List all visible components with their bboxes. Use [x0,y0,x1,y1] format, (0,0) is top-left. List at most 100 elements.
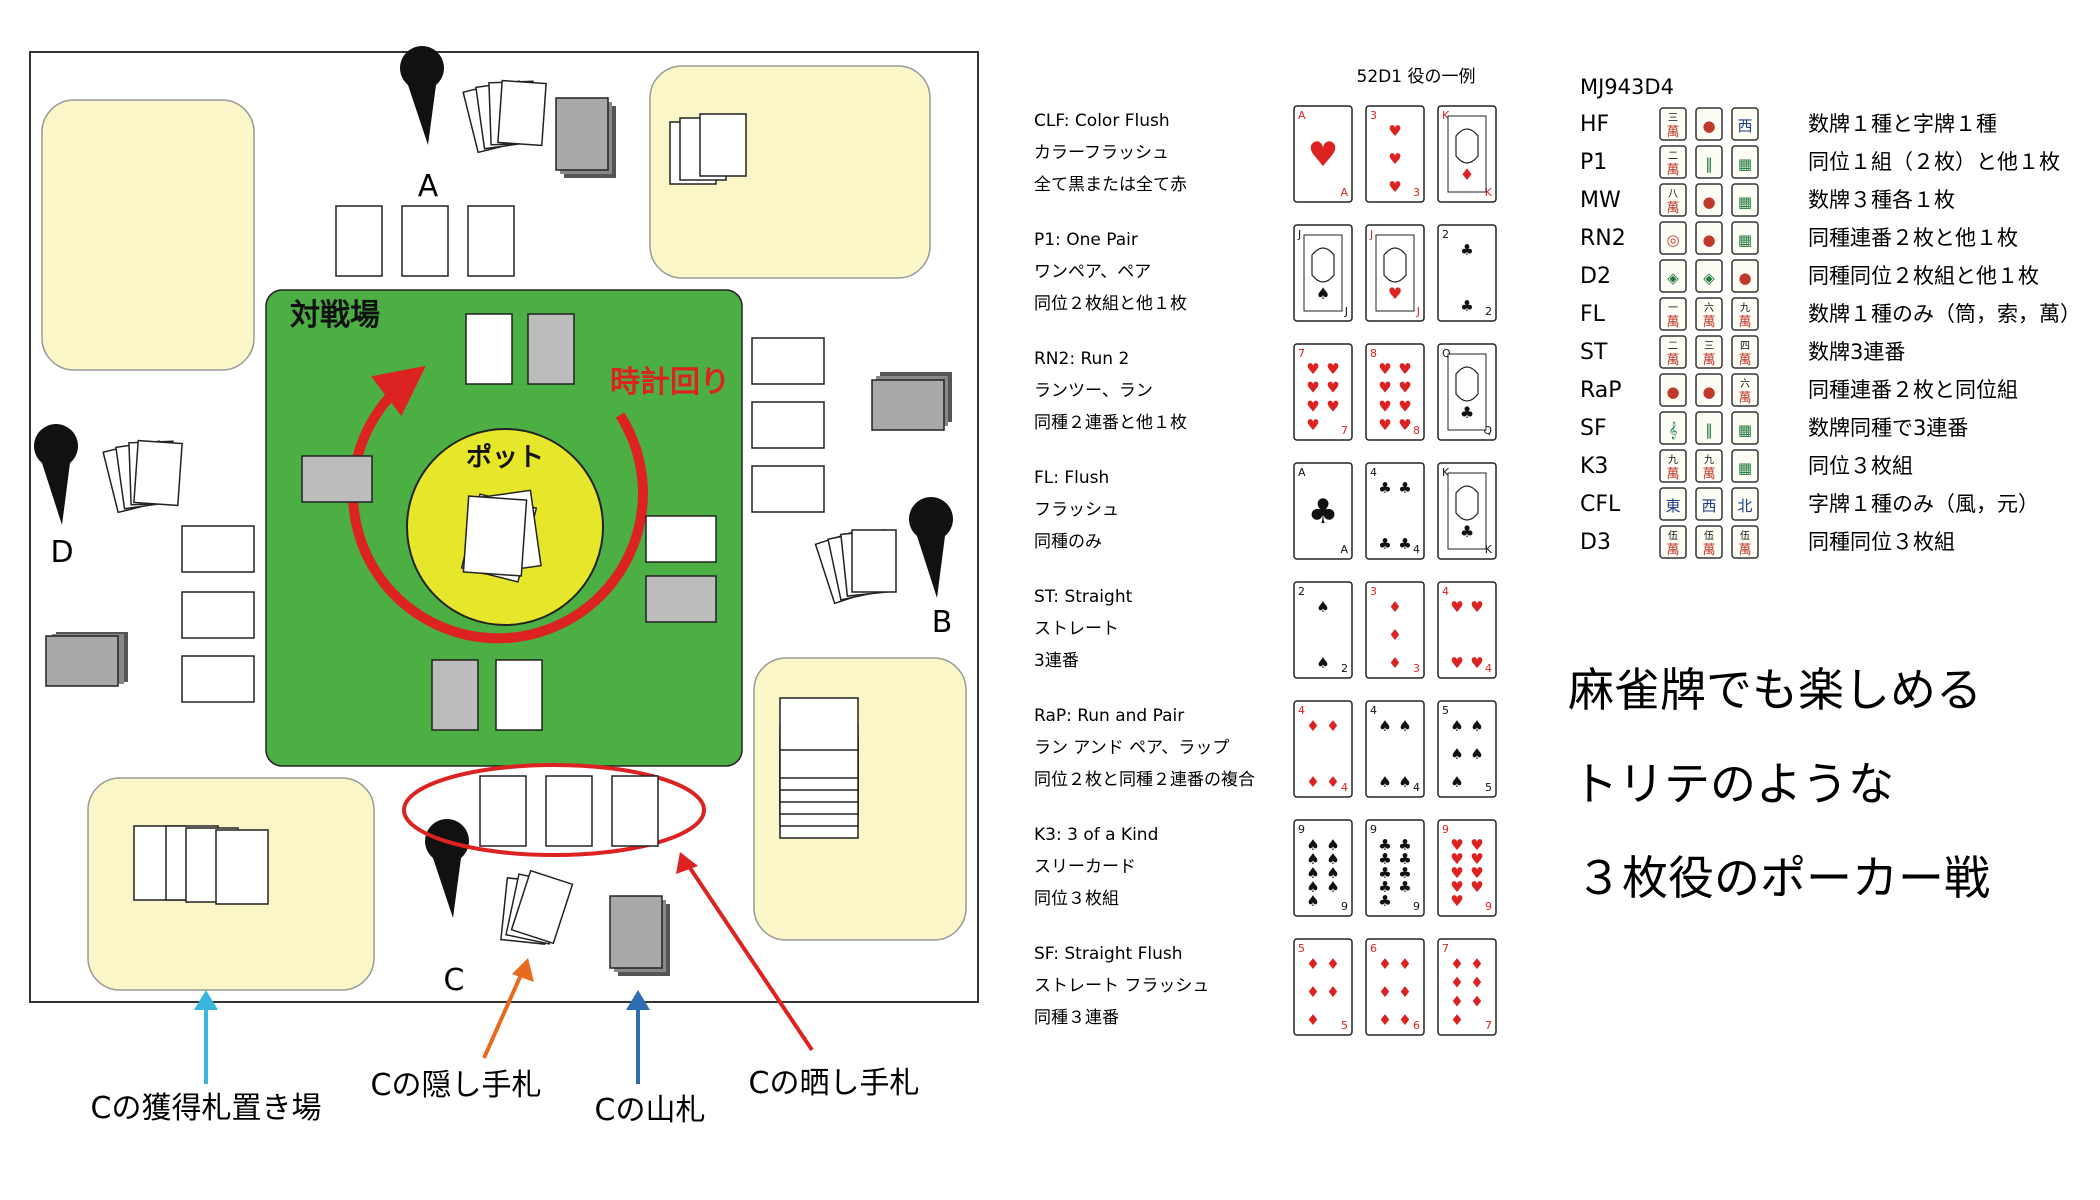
playing-card: KK♦ [1437,105,1497,203]
mahjong-tile: 八萬 [1659,183,1687,217]
card-suit: ♦ [1306,773,1319,791]
tile-glyph: 𝄞 [1669,421,1678,439]
mahjong-tile: 東 [1659,487,1687,521]
tile-glyph: 萬 [1702,467,1715,482]
player-d-hidden-hand [102,439,183,514]
hand-name: ST: Straight [1034,587,1133,607]
mahjong-tile: ● [1731,259,1759,293]
mahjong-tile: 四萬 [1731,335,1759,369]
arena-card-c-exposed [495,659,543,731]
card-suit: ♣ [1398,479,1411,497]
card-suit: ♥ [1308,135,1338,175]
card-suit: ♦ [1388,598,1401,616]
playing-card: 99♣♣♣♣♣♣♣♣♣ [1365,819,1425,917]
card-rank: 7 [1298,347,1305,360]
card-rank: 5 [1298,942,1305,955]
player-c-exposed-hand [479,775,659,847]
tile-glyph: ▦ [1738,421,1752,439]
card-rank: 7 [1442,942,1449,955]
card-rank: 4 [1485,662,1492,675]
player-b-hidden-hand [814,529,897,605]
arena-card-b-exposed [645,515,717,563]
card-suit: ♦ [1378,955,1391,973]
pawn-a-icon [400,46,444,145]
tile-glyph: 萬 [1666,315,1679,330]
card-suit: ♥ [1450,892,1463,910]
card-suit: ♠ [1326,864,1339,882]
card-rank: 4 [1413,781,1420,794]
mahjong-hand-description: 数牌１種と字牌１種 [1808,112,1997,136]
card-suit: ♣ [1460,297,1473,315]
player-b-label: B [932,605,953,640]
playing-card: KK♣ [1437,462,1497,560]
card-suit: ♦ [1398,1011,1411,1029]
card-rank: J [1297,228,1301,241]
tile-glyph: 萬 [1702,353,1715,368]
card-suit: ♣ [1378,535,1391,553]
card-suit: ♥ [1326,360,1339,378]
mahjong-tile: 三萬 [1659,107,1687,141]
card-suit: ♥ [1306,360,1319,378]
card-suit: ♠ [1306,892,1319,910]
playing-card: 55♠♠♠♠♠ [1437,700,1497,798]
mahjong-tile: 九萬 [1731,297,1759,331]
tile-glyph: 萬 [1666,201,1679,216]
tile-glyph: 萬 [1738,543,1751,558]
player-d: D [34,424,255,703]
card-suit: ♥ [1388,122,1401,140]
card-rank: A [1298,466,1306,479]
mahjong-hand-description: 同種同位３枚組 [1808,530,1955,554]
mahjong-hand-code: SF [1580,416,1607,441]
mahjong-hand-description: 同種連番２枚と同位組 [1808,378,2018,402]
tile-numeral: 二 [1668,341,1678,352]
poker-title: 52D1 役の一例 [1357,67,1476,87]
card-suit: ♥ [1470,878,1483,896]
card-rank: 4 [1370,466,1377,479]
tagline-line-2: トリテのような [1572,757,1894,811]
callout-exposed-arrow [684,860,814,1052]
playing-card: 77♦♦♦♦♦♦♦ [1437,938,1497,1036]
card-suit: ♣ [1460,241,1473,259]
hand-name-jp: カラーフラッシュ [1034,143,1169,163]
card-suit: ♦ [1470,955,1483,973]
card-rank: A [1340,543,1348,556]
mahjong-hand-description: 数牌３種各１枚 [1808,188,1955,212]
card-suit: ♦ [1326,983,1339,1001]
tile-numeral: 四 [1740,341,1750,352]
card-rank: 9 [1341,900,1348,913]
card-suit: ♣ [1398,878,1411,896]
tile-glyph: ● [1702,193,1715,211]
mahjong-tile: ● [1695,107,1723,141]
card-suit: ♣ [1378,864,1391,882]
card-rank: 6 [1413,1019,1420,1032]
card-suit: ♦ [1450,974,1463,992]
card-suit: ♣ [1398,535,1411,553]
card-suit: ♦ [1470,992,1483,1010]
card-suit: ♠ [1316,284,1330,303]
card-rank: 5 [1442,704,1449,717]
player-a-exposed-hand [335,205,515,277]
face-figure-icon [1455,366,1479,402]
card-rank: 4 [1298,704,1305,717]
player-d-exposed-hand [181,525,255,703]
card-suit: ♥ [1470,598,1483,616]
mahjong-hand-code: P1 [1580,150,1607,175]
player-b-deck [871,372,952,431]
hand-name-jp: ストレート [1034,619,1119,639]
tile-numeral: 六 [1740,378,1750,390]
game-board: 対戦場 時計回り ポット A [29,46,979,1003]
c-exposed-highlight [402,763,706,857]
mahjong-tile: ◎ [1659,221,1687,255]
callout-hidden: Cの隠し手札 [371,1068,542,1103]
face-figure-icon [1455,485,1479,521]
mahjong-tile: ▦ [1731,145,1759,179]
mahjong-tile: 三萬 [1695,335,1723,369]
tagline: 麻雀牌でも楽しめる トリテのような ３枚役のポーカー戦 [1568,663,1990,905]
playing-card: 99♠♠♠♠♠♠♠♠♠ [1293,819,1353,917]
card-suit: ♥ [1378,360,1391,378]
